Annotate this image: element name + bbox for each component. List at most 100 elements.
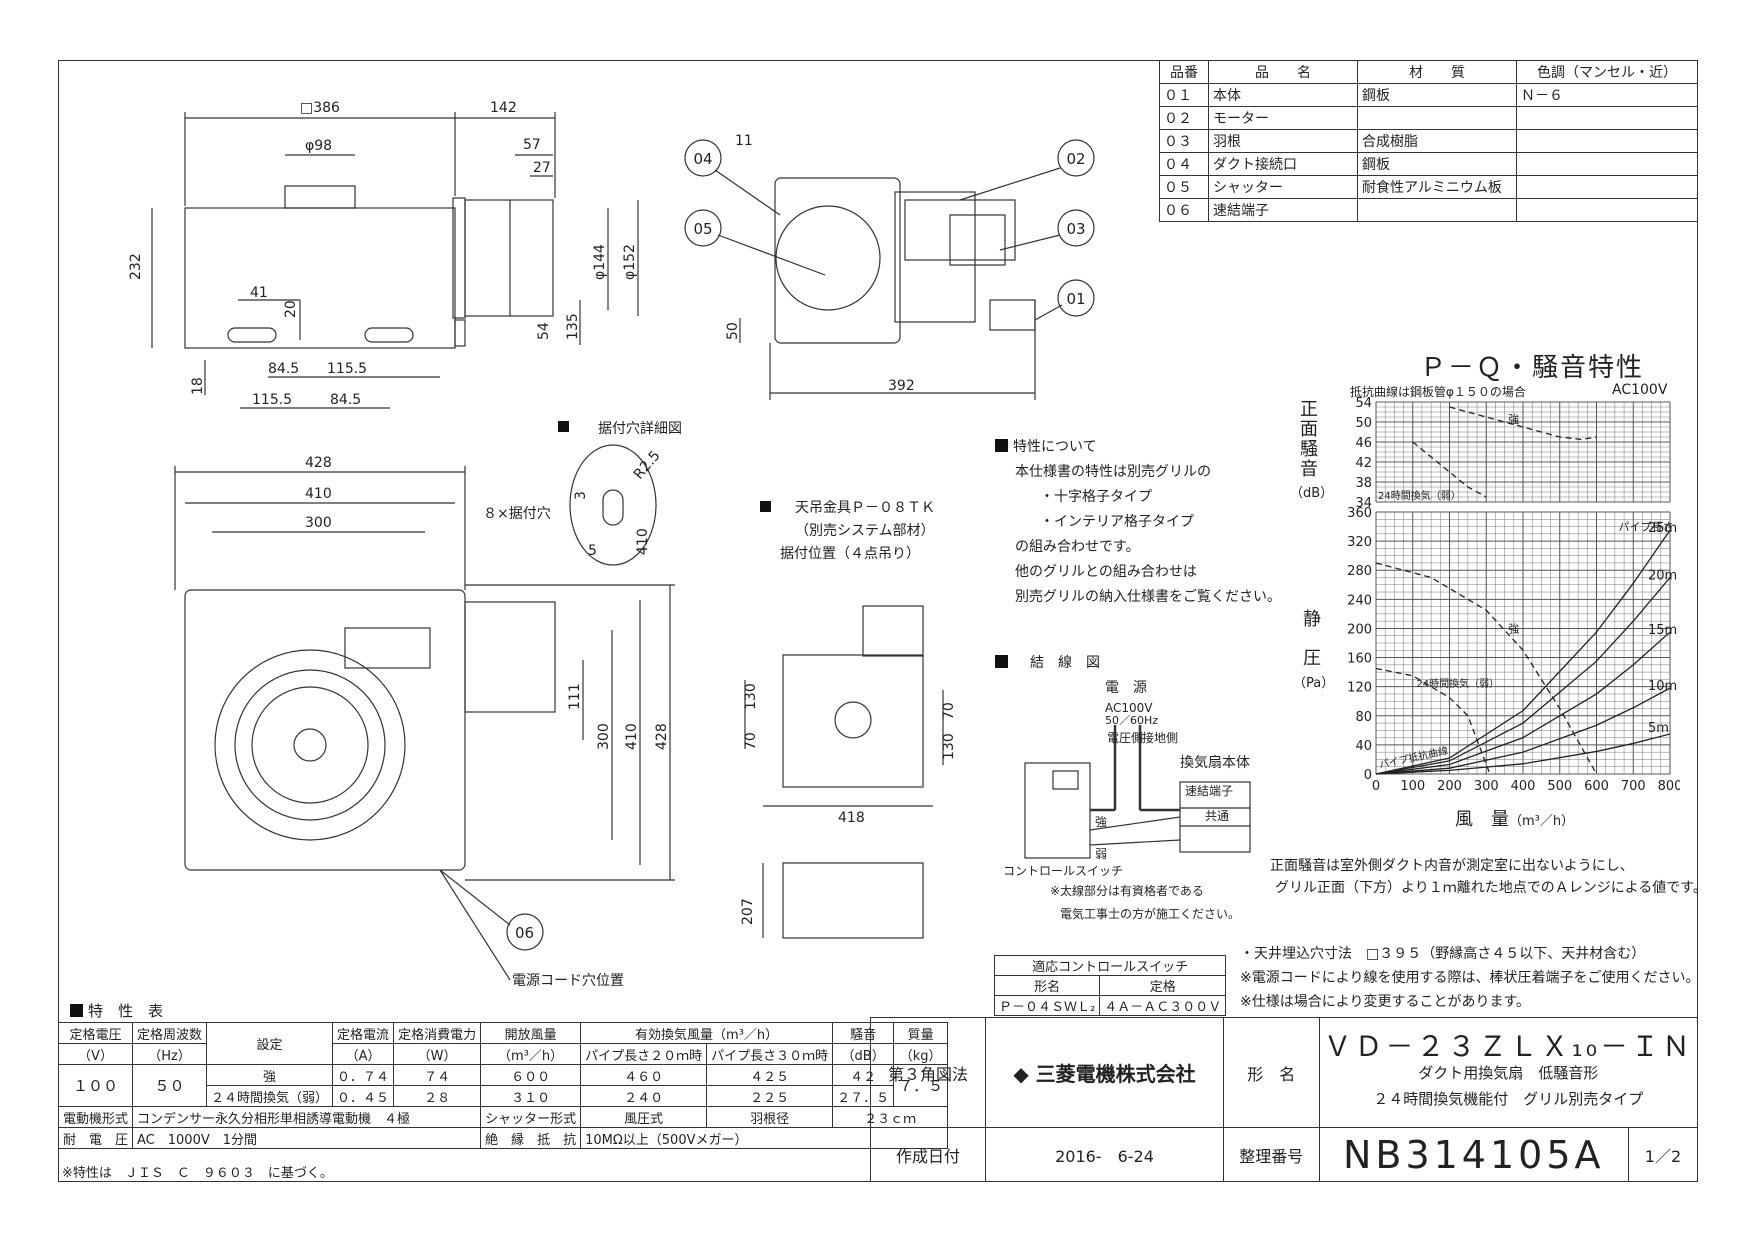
- spec-power: ２８: [393, 1085, 482, 1107]
- hanger-side: [782, 862, 924, 939]
- pq-y-tick-label: 320: [1347, 535, 1372, 550]
- spec-h-power-unit: （W）: [393, 1043, 482, 1065]
- wiring-ac: AC100V: [1105, 701, 1153, 715]
- bottom-fan: [234, 669, 386, 821]
- noise-weak-label: 24時間換気（弱）: [1378, 489, 1461, 502]
- pq-curves: [1375, 406, 1671, 775]
- spec-open: ６００: [480, 1064, 582, 1086]
- part-material: [1357, 198, 1517, 222]
- switch-rating: ４Ａ－ＡＣ３００Ｖ: [1099, 995, 1227, 1016]
- spec-shutter: 風圧式: [580, 1106, 708, 1128]
- part-color: [1516, 175, 1698, 199]
- pq-grid: [1375, 401, 1671, 775]
- detail-hole-view: [569, 444, 657, 566]
- characteristics-line: 他のグリルとの組み合わせは: [1015, 564, 1197, 580]
- detail-5: 5: [588, 543, 597, 559]
- model-desc1: ダクト用換気扇 低騒音形: [1418, 1063, 1599, 1082]
- detail-3: 3: [573, 491, 589, 500]
- dim-width: □386: [300, 100, 340, 116]
- dim-1155a: 115.5: [327, 361, 367, 377]
- pipe-length-label: 25m: [1648, 521, 1677, 536]
- noise-note: 正面騒音は室外側ダクト内音が測定室に出ないようにし、 グリル正面（下方）より１ｍ…: [1270, 855, 1707, 899]
- pq-y-tick-label: 80: [1355, 710, 1372, 725]
- pq-curve-series: [1375, 687, 1671, 775]
- characteristics-line: 別売グリルの納入仕様書をご覧ください。: [1015, 589, 1281, 605]
- spec-h-open: 開放風量: [480, 1022, 582, 1044]
- flow-axis-label: 風 量（m³／h）: [1455, 805, 1574, 831]
- noise-y-tick-label: 50: [1355, 416, 1372, 431]
- spec-h-eff20: パイプ長さ２０ｍ時: [580, 1043, 708, 1065]
- noise-y-tick-label: 46: [1355, 436, 1372, 451]
- part-material: 耐食性アルミニウム板: [1357, 175, 1517, 199]
- front-body: [184, 207, 456, 349]
- date: 2016- 6-24: [985, 1127, 1224, 1182]
- hanger-130: 130: [743, 683, 759, 710]
- parts-header-name: 品 名: [1208, 60, 1358, 84]
- wiring-switch: コントロールスイッチ: [1003, 864, 1123, 878]
- spec-withstand: AC 1000V 1分間: [132, 1127, 482, 1149]
- pq-strong-label: 強: [1508, 622, 1519, 635]
- pipe-length-title: パイプ長さ: [1619, 521, 1674, 534]
- noise-note-1: 正面騒音は室外側ダクト内音が測定室に出ないようにし、: [1270, 858, 1634, 874]
- noise-axis-label: 正面騒音: [1300, 399, 1318, 480]
- dim-side: 142: [490, 100, 517, 116]
- spec-row-weak: ２４時間換気（弱） ０．４５ ２８ ３１０ ２４０ ２２５ ２７．５: [59, 1085, 948, 1107]
- pq-y-tick-label: 40: [1355, 739, 1372, 754]
- pq-x-tick-label: 800: [1658, 779, 1680, 794]
- dim-300-top: 300: [305, 515, 332, 531]
- spec-h-open-unit: （m³／h）: [480, 1043, 582, 1065]
- pq-y-tick-label: 160: [1347, 652, 1372, 667]
- title-block: 第３角図法 ◆ 三菱電機株式会社 形 名 ＶＤ－２３ＺＬＸ₁₀－ＩＮ ダクト用換…: [869, 1017, 1699, 1182]
- spec-h-freq-unit: （Hz）: [132, 1043, 208, 1065]
- spec-row-strong: １００ ５０ 強 ０．７４ ７４ ６００ ４６０ ４２５ ４２ ７．５: [57, 1064, 949, 1107]
- pq-y-tick-label: 200: [1347, 622, 1372, 637]
- note-line: ・天井埋込穴寸法 □３９５（野縁高さ４５以下、天井材含む）: [1240, 946, 1646, 962]
- note-line: ※仕様は場合により変更することがあります。: [1240, 994, 1531, 1010]
- front-foot-left: [227, 327, 277, 343]
- dim-410-right: 410: [624, 723, 640, 750]
- dim-111: 111: [567, 683, 583, 710]
- noise-y-tick-label: 34: [1355, 496, 1372, 511]
- pq-y-tick-label: 280: [1347, 564, 1372, 579]
- dim-18: 18: [190, 377, 206, 395]
- front-view-dims: □386 142 φ98 57 27 232 φ144 φ152 41 20 5…: [128, 100, 638, 408]
- pipe-length-label: 10m: [1648, 679, 1677, 694]
- part-material: [1357, 106, 1517, 130]
- hanger-70-right: 70: [941, 702, 957, 720]
- pq-curve-series: [1375, 577, 1671, 775]
- label-05: 05: [693, 220, 712, 238]
- noise-curve-series: [1412, 441, 1487, 498]
- spec-power: ７４: [393, 1064, 482, 1086]
- wiring-unit: 換気扇本体: [1180, 755, 1250, 771]
- hanger-body: [782, 654, 924, 788]
- company: ◆ 三菱電機株式会社: [985, 1017, 1224, 1128]
- note-line: ※電源コードにより線を使用する際は、棒状圧着端子をご使用ください。: [1240, 970, 1700, 986]
- model-name: ＶＤ－２３ＺＬＸ₁₀－ＩＮ: [1323, 1029, 1693, 1063]
- noise-curve-series: [1449, 406, 1597, 441]
- dim-41: 41: [250, 285, 268, 301]
- pipe-length-label: 20m: [1648, 569, 1677, 584]
- spec-freq: ５０: [132, 1064, 208, 1107]
- spec-open: ３１０: [480, 1085, 582, 1107]
- wiring-note1: ※太線部分は有資格者である: [1050, 883, 1204, 898]
- wiring-weak: 弱: [1095, 847, 1107, 861]
- pq-voltage: AC100V: [1612, 382, 1668, 398]
- label-02: 02: [1066, 150, 1085, 168]
- hanger-130-right: 130: [941, 733, 957, 760]
- mitsubishi-logo-icon: ◆: [1013, 1062, 1029, 1086]
- pq-subtitle: 抵抗曲線は鋼板管φ１５０の場合: [1350, 385, 1526, 399]
- front-foot-right: [364, 327, 414, 343]
- switch-col-model: 形名: [993, 975, 1101, 996]
- spec-footnote: ※特性は ＪＩＳ Ｃ ９６０３ に基づく。: [62, 1166, 333, 1181]
- part-color: [1516, 152, 1698, 176]
- date-label: 作成日付: [869, 1127, 987, 1182]
- side-view-labels: 04 02 05 03 01: [693, 150, 1085, 308]
- part-no: ０６: [1159, 198, 1209, 222]
- characteristics-line: ・インテリア格子タイプ: [1040, 514, 1194, 530]
- spec-motor-label: 電動機形式: [57, 1106, 134, 1128]
- pq-curve-series: [1375, 667, 1491, 775]
- number-label: 整理番号: [1222, 1127, 1320, 1182]
